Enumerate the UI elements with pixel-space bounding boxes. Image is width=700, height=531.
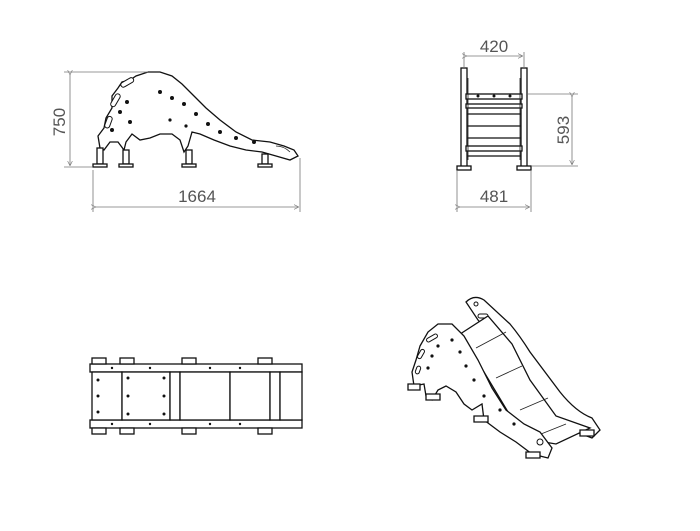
top-view <box>89 357 303 435</box>
isometric-view <box>407 296 601 459</box>
side-view <box>64 72 301 212</box>
side-height-label: 750 <box>50 108 69 136</box>
front-height-label: 593 <box>554 116 573 144</box>
front-view <box>457 52 578 212</box>
side-view-head-mark <box>275 145 291 153</box>
front-top-width-label: 420 <box>480 37 508 56</box>
front-bottom-width-label: 481 <box>480 187 508 206</box>
side-length-label: 1664 <box>178 187 216 206</box>
side-view-posts <box>92 147 273 168</box>
